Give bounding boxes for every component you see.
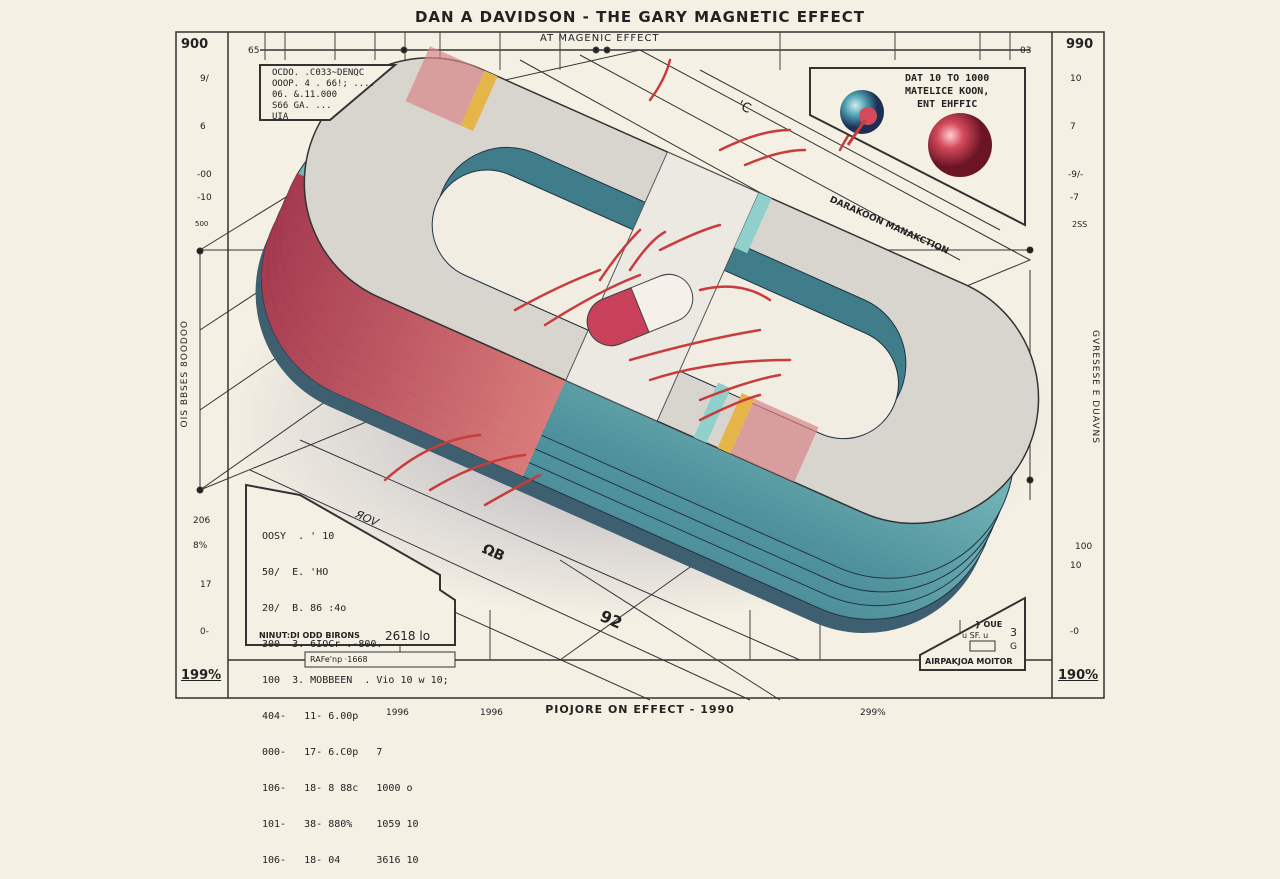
table-row: 100 3. MOBBEEN . Vio 10 w 10; bbox=[262, 675, 449, 686]
left-tick: 17 bbox=[200, 580, 212, 590]
table-row: 106- 18- 04 3616 10 bbox=[262, 855, 419, 866]
left-tick: 0- bbox=[200, 627, 209, 637]
panel-line: S66 GA. ... bbox=[272, 101, 332, 111]
left-tick: -10 bbox=[197, 193, 212, 203]
right-tick: 7 bbox=[1070, 122, 1076, 132]
panel-line: } OUE bbox=[975, 620, 1003, 629]
field-lines bbox=[383, 58, 867, 507]
left-tick: -00 bbox=[197, 170, 212, 180]
panel-line: DAT 10 TO 1000 bbox=[905, 73, 990, 84]
footer-caption: PIOJORE ON EFFECT - 1990 bbox=[545, 703, 735, 716]
left-tick: 8% bbox=[193, 541, 208, 551]
panel-line: 3 bbox=[1010, 626, 1017, 639]
bar-label: RAFe'np ·1668 bbox=[310, 655, 368, 664]
table-row: 20/ B. 86 :4o bbox=[262, 603, 347, 614]
table-row: 101- 38- 880% 1059 10 bbox=[262, 819, 419, 830]
right-tick: -0 bbox=[1070, 627, 1079, 637]
bottom-tick: 299% bbox=[860, 708, 886, 718]
left-tick: 206 bbox=[193, 516, 211, 526]
table-row: 404- 11- 6.00p bbox=[262, 711, 359, 722]
right-tick: 2SS bbox=[1072, 220, 1088, 229]
right-tick: -9/- bbox=[1068, 170, 1084, 180]
panel-line: u SF. u bbox=[962, 631, 989, 640]
top-right-panel: DAT 10 TO 1000 MATELICE KOON, ENT EHFFIC bbox=[905, 72, 989, 111]
panel-line: G bbox=[1010, 642, 1017, 652]
right-vertical-label: GVRESESE E DUAVNS bbox=[1090, 330, 1100, 444]
left-vertical-label: OIS BBSES 8OODOO bbox=[180, 320, 190, 428]
table-footer: NINUT:DI ODD BIRONS bbox=[259, 631, 360, 640]
panel-line: 06. &.11.000 bbox=[272, 90, 338, 100]
table-row: 000- 17- 6.C0p 7 bbox=[262, 747, 383, 758]
panel-line: OOOP. 4 . 66!; .... bbox=[272, 79, 375, 89]
panel-line: UIA bbox=[272, 112, 289, 122]
right-tick: 10 bbox=[1070, 561, 1082, 571]
left-table: OOSY . ' 10 50/ E. 'HO 20/ B. 86 :4o 300… bbox=[262, 507, 449, 879]
right-scale-top: 990 bbox=[1066, 37, 1094, 52]
page-title: DAN A DAVIDSON - THE GARY MAGNETIC EFFEC… bbox=[414, 8, 866, 26]
table-row: OOSY . ' 10 bbox=[262, 531, 335, 542]
right-scale-bottom: 190% bbox=[1058, 668, 1099, 683]
left-scale-top: 900 bbox=[181, 37, 209, 52]
ruler-right-label: 03 bbox=[1020, 46, 1032, 56]
panel-line: ENT EHFFIC bbox=[917, 99, 978, 110]
left-tick: 9/ bbox=[200, 74, 209, 84]
table-value: 2618 lo bbox=[385, 629, 431, 643]
left-scale-bottom: 199% bbox=[181, 668, 222, 683]
table-row: 50/ E. 'HO bbox=[262, 567, 329, 578]
panel-caption: AIRPAKJOA MOITOR bbox=[925, 657, 1013, 666]
right-tick: -7 bbox=[1070, 193, 1079, 203]
table-row: 300 3. 6IOCr .-800. bbox=[262, 639, 383, 650]
right-tick: 100 bbox=[1075, 542, 1093, 552]
left-tick: 6 bbox=[200, 122, 206, 132]
bottom-tick: 1996 bbox=[386, 708, 409, 718]
top-left-panel: OCDO. .C033~DENQC OOOP. 4 . 66!; .... 06… bbox=[272, 68, 375, 123]
ruler-left-label: 65 bbox=[248, 46, 260, 56]
illustration bbox=[175, 31, 1105, 701]
bar-input bbox=[304, 651, 456, 668]
capsule bbox=[586, 273, 694, 347]
panel-line: OCDO. .C033~DENQC bbox=[272, 68, 365, 78]
table-row: 106- 18- 8 88c 1000 o bbox=[262, 783, 413, 794]
sphere-icon bbox=[928, 113, 992, 177]
left-tick: 500 bbox=[195, 220, 209, 228]
horseshoe-magnet bbox=[255, 46, 1040, 634]
panel-line: MATELICE KOON, bbox=[905, 86, 990, 97]
bottom-tick: 1996 bbox=[480, 708, 503, 718]
bottom-right-panel-shape bbox=[919, 596, 1026, 671]
left-table-panel-shape bbox=[245, 483, 456, 646]
top-left-panel-shape bbox=[259, 64, 398, 121]
right-tick: 10 bbox=[1070, 74, 1082, 84]
subtitle: AT MAGENIC EFFECT bbox=[540, 33, 660, 44]
